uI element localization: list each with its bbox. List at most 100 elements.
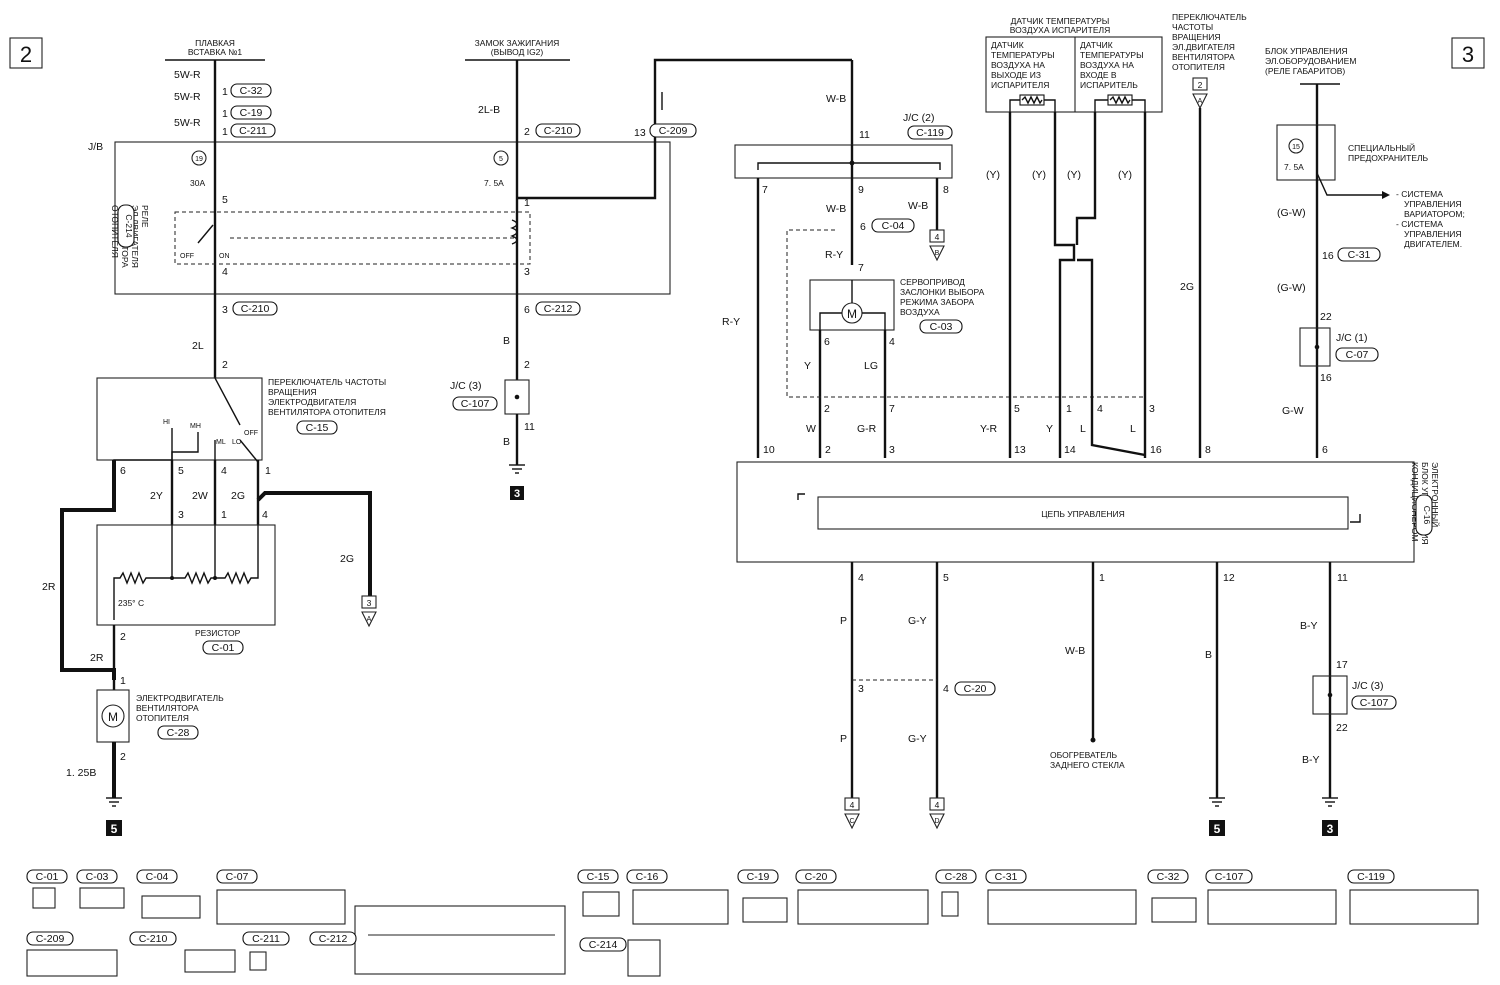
conn-c-03	[919, 319, 963, 334]
systems-5: УПРАВЛЕНИЯ	[1404, 229, 1462, 239]
wire-label-b-y-2: B-Y	[1302, 754, 1320, 766]
ref-4-c-text: 4	[850, 800, 855, 810]
conn-c-210-a	[535, 123, 581, 138]
ref-3-box	[361, 595, 377, 609]
evap-title-2: ВОЗДУХА ИСПАРИТЕЛЯ	[1010, 25, 1110, 35]
conn-c-107-a-text: C-107	[461, 398, 490, 410]
wire-label-1-25b: 1. 25B	[66, 767, 96, 779]
conn-c-211	[230, 123, 276, 138]
servo-m: M	[847, 307, 857, 321]
ground-ref-5-a	[106, 820, 122, 836]
wire-label-2g-3: 2G	[1180, 281, 1194, 293]
wire-label-g-w-2: (G-W)	[1277, 282, 1306, 294]
special-fuse-1: СПЕЦИАЛЬНЫЙ	[1348, 142, 1415, 153]
pin-5-jb: 5	[222, 194, 228, 206]
wire-l-16	[1075, 112, 1146, 457]
ground-ref-5-a-text: 5	[111, 822, 118, 836]
relay-box	[174, 211, 531, 265]
motor-label-1: ЭЛЕКТРОДВИГАТЕЛЬ	[136, 693, 224, 703]
fuse-5-num: 5	[499, 156, 503, 163]
jc3-left-node	[514, 394, 520, 400]
conn-c-16	[1415, 494, 1433, 536]
legend-c-04-shape	[141, 895, 201, 919]
legend-c-107-shape	[1207, 889, 1337, 925]
ecu-label-3: КОНДИЦИОНЕРОМ	[1410, 462, 1420, 541]
jc2-label: J/C (2)	[903, 112, 935, 124]
ignition-label-1: ЗАМОК ЗАЖИГАНИЯ	[475, 38, 560, 48]
legend-c-211-text: C-211	[252, 933, 280, 945]
legend-c-04	[136, 869, 178, 884]
jb-box	[114, 141, 671, 295]
servo-label-4: ВОЗДУХА	[900, 307, 940, 317]
conn-c-211-text: C-211	[239, 125, 267, 137]
ref-3-text: 3	[367, 598, 372, 608]
arrow-systems	[1382, 191, 1390, 199]
wire-label-b-1: B	[503, 335, 510, 347]
wire-label-5w-r-2: 5W-R	[174, 91, 201, 103]
resistor-label: РЕЗИСТОР	[195, 628, 241, 638]
ground-ref-5-b	[1209, 820, 1225, 836]
ref-b-tri	[929, 245, 945, 262]
evap-out-2: ТЕМПЕРАТУРЫ	[991, 50, 1055, 60]
legend-c-03-shape	[79, 887, 125, 909]
pin-6-servo: 6	[824, 336, 830, 348]
heater-switch-2: ЧАСТОТЫ	[1172, 22, 1213, 32]
pin-6-sw: 6	[120, 465, 126, 477]
systems-1: - СИСТЕМА	[1396, 189, 1443, 199]
legend-c-214-shape	[627, 939, 661, 977]
pin-4-sw: 4	[221, 465, 227, 477]
wire-label-g-r: G-R	[857, 423, 877, 435]
jc3-right-node	[1327, 692, 1333, 698]
conn-c-210-b-text: C-210	[241, 303, 270, 315]
evap-out-4: ВЫХОДЕ ИЗ	[991, 70, 1041, 80]
pin-3-ecu: 3	[889, 444, 895, 456]
speed-switch-box	[96, 377, 263, 461]
legend-c-119-shape	[1349, 889, 1479, 925]
pin-1-sw: 1	[265, 465, 271, 477]
legend-c-19-shape	[742, 897, 788, 923]
connector-legend: C-01 C-03 C-04 C-07 C-209 C-210 C-211 C-…	[26, 869, 1479, 977]
pin-3-res: 3	[178, 509, 184, 521]
wire-label-2w: 2W	[192, 490, 208, 502]
wire-label-p-2: P	[840, 733, 847, 745]
legend-c-04-text: C-04	[146, 871, 169, 883]
rear-heater-node	[1090, 737, 1096, 743]
ground-ref-3-b	[1322, 820, 1338, 836]
legend-c-03	[76, 869, 118, 884]
jc3-left-label: J/C (3)	[450, 380, 482, 392]
conn-c-31-text: C-31	[1348, 249, 1371, 261]
pin-2-ecu: 2	[825, 444, 831, 456]
legend-c-214	[579, 937, 627, 952]
wire-label-r-y: R-Y	[722, 316, 740, 328]
ref-b-text: B	[935, 250, 940, 257]
conn-c-212-text: C-212	[544, 303, 573, 315]
sw-mh-wire	[171, 432, 199, 462]
evap-out-5: ИСПАРИТЕЛЯ	[991, 80, 1049, 90]
pin-6-ign: 6	[524, 304, 530, 316]
ecu-ground-ticks	[797, 493, 1361, 523]
jc2-bus	[757, 162, 941, 170]
wire-label-l-2: L	[1130, 423, 1136, 435]
servo-label-1: СЕРВОПРИВОД	[900, 277, 965, 287]
legend-c-107-text: C-107	[1215, 871, 1244, 883]
wire-label-2r-1: 2R	[42, 581, 56, 593]
fuse-15-amp: 7. 5A	[1284, 162, 1304, 172]
pin-2-2l: 2	[222, 359, 228, 371]
conn-c-209	[649, 123, 697, 138]
pin-10-ecu: 10	[763, 444, 775, 456]
sw-mh: MH	[190, 423, 201, 430]
jc1-label: J/C (1)	[1336, 332, 1368, 344]
jb-label: J/B	[88, 141, 103, 153]
legend-c-07-shape	[216, 889, 346, 925]
legend-c-209-shape	[26, 949, 118, 977]
pin-4-jb: 4	[222, 266, 228, 278]
evap-in-5: ИСПАРИТЕЛЬ	[1080, 80, 1138, 90]
ground-ref-3-a-text: 3	[514, 488, 520, 500]
conn-c-15	[296, 420, 338, 435]
wire-label-y-p-4: (Y)	[1118, 169, 1132, 181]
wire-label-g-w-1: (G-W)	[1277, 207, 1306, 219]
legend-c-210	[129, 931, 177, 946]
pin-1-evap: 1	[1066, 403, 1072, 415]
pin-16-c31: 16	[1322, 250, 1334, 262]
pin-22-jc3: 22	[1336, 722, 1348, 734]
